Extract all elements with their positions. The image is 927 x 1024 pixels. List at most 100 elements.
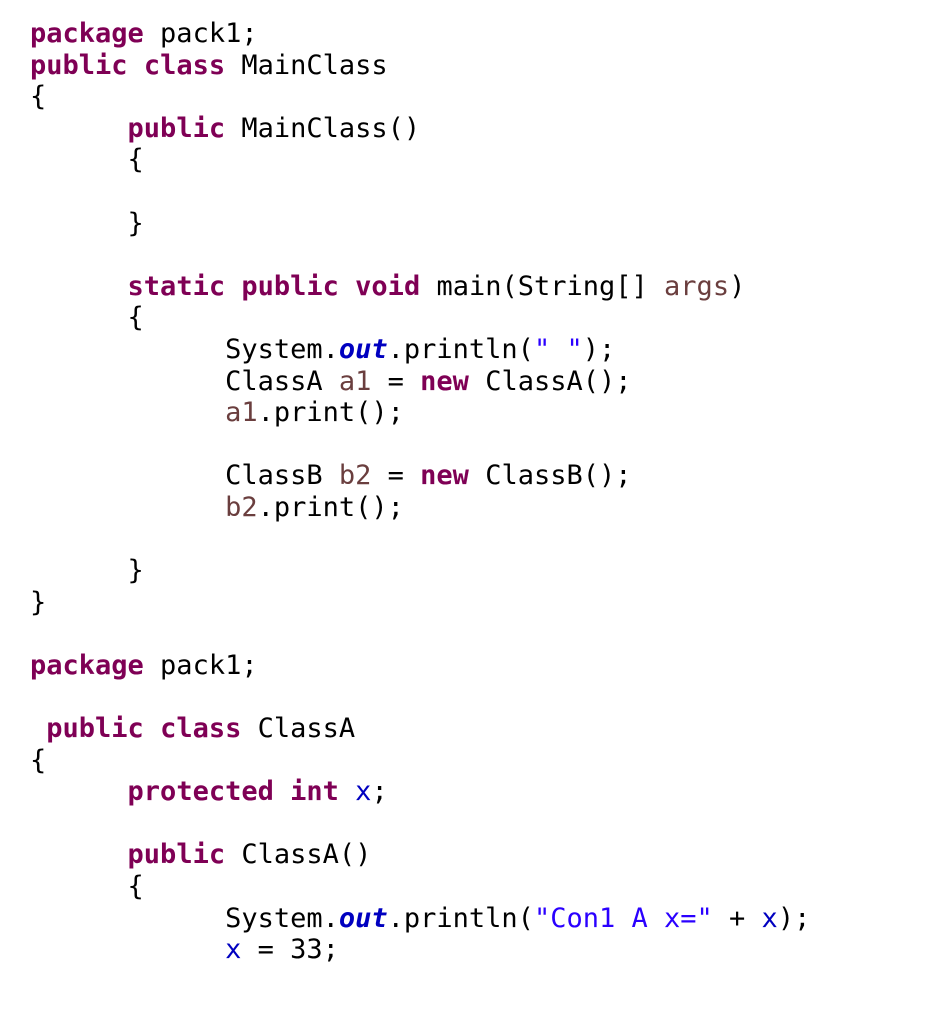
keyword-token: new <box>420 460 469 492</box>
keyword-token: static <box>127 270 226 302</box>
variable-token: b2 <box>338 460 372 492</box>
code-token <box>30 271 128 302</box>
code-token <box>30 713 46 744</box>
keyword-token: public <box>127 839 226 871</box>
keyword-token: package <box>30 18 144 49</box>
code-line: package pack1; <box>30 650 810 682</box>
code-line: { <box>30 745 810 777</box>
code-line: { <box>30 144 810 176</box>
keyword-token: public <box>241 270 339 302</box>
static-field-token: out <box>338 333 388 365</box>
keyword-token: class <box>160 713 242 745</box>
blank-code-line <box>30 176 810 208</box>
blank-code-line <box>30 618 810 650</box>
code-token: ); <box>777 902 811 934</box>
blank-code-line <box>30 429 810 461</box>
code-token: = 33; <box>241 934 339 966</box>
code-token: } <box>30 555 144 587</box>
code-token: } <box>30 207 144 239</box>
code-token <box>30 113 128 144</box>
code-token: ClassB <box>30 460 339 492</box>
keyword-token: public <box>46 713 144 745</box>
variable-token: args <box>664 270 730 302</box>
code-token <box>274 776 290 807</box>
code-token: ClassB(); <box>468 460 632 492</box>
code-token <box>144 713 160 744</box>
keyword-token: package <box>30 649 144 681</box>
static-field-token: out <box>338 902 388 934</box>
code-token: { <box>30 302 144 334</box>
code-line: } <box>30 587 810 619</box>
code-token: { <box>30 744 47 776</box>
variable-token: a1 <box>338 365 372 397</box>
variable-token: a1 <box>225 397 258 429</box>
code-token: ) <box>729 270 746 302</box>
code-token <box>339 776 355 807</box>
code-token <box>30 492 225 523</box>
code-token: .println( <box>387 902 534 934</box>
code-line: x = 33; <box>30 934 810 966</box>
field-token: x <box>761 902 778 934</box>
code-token <box>30 397 225 428</box>
string-literal-token: " " <box>533 333 583 365</box>
code-token: .print(); <box>257 491 404 523</box>
code-line: System.out.println("Con1 A x=" + x); <box>30 903 810 935</box>
code-token: ClassA <box>241 713 356 745</box>
code-token: ; <box>371 776 388 808</box>
code-token: + <box>712 902 762 934</box>
code-token: = <box>371 365 421 397</box>
keyword-token: int <box>290 776 339 808</box>
keyword-token: public <box>127 112 226 144</box>
code-line: static public void main(String[] args) <box>30 271 810 303</box>
code-token: { <box>30 81 47 113</box>
code-token: System. <box>30 902 339 934</box>
code-token <box>128 50 144 81</box>
code-token <box>30 839 128 870</box>
keyword-token: class <box>143 49 226 81</box>
code-line: package pack1; <box>30 18 810 50</box>
variable-token: b2 <box>225 491 258 523</box>
code-token: pack1; <box>143 649 258 681</box>
code-line: public class MainClass <box>30 50 810 82</box>
code-line: public MainClass() <box>30 113 810 145</box>
code-token <box>30 934 225 965</box>
code-token: .println( <box>387 333 534 365</box>
code-token: { <box>30 144 144 176</box>
code-token: pack1; <box>143 18 258 49</box>
blank-code-line <box>30 239 810 271</box>
keyword-token: new <box>420 365 469 397</box>
keyword-token: protected <box>127 776 274 808</box>
code-token: ); <box>582 333 616 365</box>
keyword-token: void <box>355 270 421 302</box>
code-line: { <box>30 81 810 113</box>
code-listing: package pack1;public class MainClass{ pu… <box>30 18 810 966</box>
code-token: main(String[] <box>420 270 665 302</box>
blank-code-line <box>30 808 810 840</box>
code-line: b2.print(); <box>30 492 810 524</box>
code-line: protected int x; <box>30 776 810 808</box>
blank-code-line <box>30 681 810 713</box>
code-line: public class ClassA <box>30 713 810 745</box>
code-token: ClassA <box>30 365 339 397</box>
code-token: = <box>371 460 421 492</box>
code-token <box>30 776 128 807</box>
code-token: { <box>30 871 144 903</box>
code-line: { <box>30 871 810 903</box>
code-token: } <box>30 586 47 618</box>
code-line: public ClassA() <box>30 839 810 871</box>
code-line: a1.print(); <box>30 397 810 429</box>
code-token: MainClass <box>225 49 388 81</box>
code-token: System. <box>30 333 339 365</box>
field-token: x <box>225 934 242 966</box>
code-token <box>225 271 241 302</box>
code-token: .print(); <box>257 397 404 429</box>
code-line: System.out.println(" "); <box>30 334 810 366</box>
code-line: ClassB b2 = new ClassB(); <box>30 460 810 492</box>
code-line: } <box>30 555 810 587</box>
code-token <box>339 271 355 302</box>
code-line: ClassA a1 = new ClassA(); <box>30 366 810 398</box>
blank-code-line <box>30 524 810 556</box>
keyword-token: public <box>30 49 128 81</box>
code-line: { <box>30 302 810 334</box>
field-token: x <box>355 776 372 808</box>
